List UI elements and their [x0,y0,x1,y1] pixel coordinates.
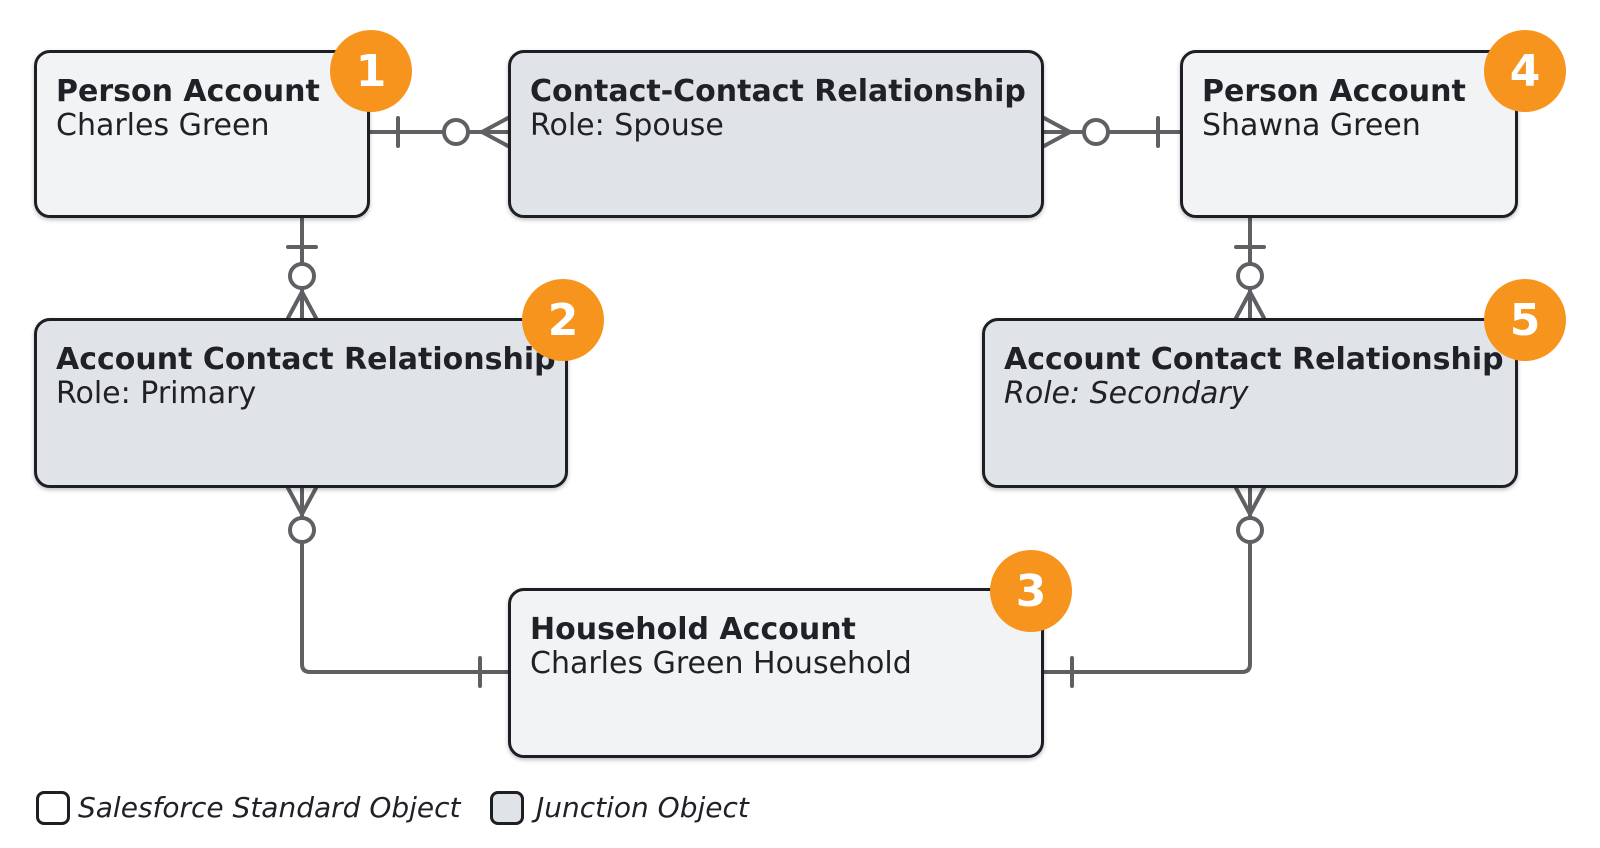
legend-swatch-junction [490,791,524,825]
node-household-account: Household Account Charles Green Househol… [508,588,1044,758]
edge-n2-n3 [286,486,510,688]
node-title: Account Contact Relationship [1004,342,1504,377]
edge-n4-n5 [1234,216,1266,320]
node-subtitle: Shawna Green [1202,108,1421,143]
edge-cc-n4 [1042,116,1182,148]
step-badge-5: 5 [1484,279,1566,361]
edge-n5-n3 [1042,486,1266,688]
node-subtitle: Role: Spouse [530,108,724,143]
node-title: Household Account [530,612,856,647]
legend-label-junction: Junction Object [536,791,749,824]
node-person-account-charles: Person Account Charles Green [34,50,370,218]
step-badge-4: 4 [1484,30,1566,112]
node-person-account-shawna: Person Account Shawna Green [1180,50,1518,218]
legend-label-standard: Salesforce Standard Object [78,791,461,824]
node-subtitle: Role: Primary [56,376,257,411]
node-title: Account Contact Relationship [56,342,556,377]
edge-n1-cc [368,116,510,148]
step-badge-3: 3 [990,550,1072,632]
node-account-contact-relationship-secondary: Account Contact Relationship Role: Secon… [982,318,1518,488]
edge-n1-n2 [286,216,318,320]
step-badge-2: 2 [522,279,604,361]
node-title: Contact-Contact Relationship [530,74,1026,109]
legend-swatch-standard [36,791,70,825]
node-contact-contact-relationship: Contact-Contact Relationship Role: Spous… [508,50,1044,218]
node-subtitle: Role: Secondary [1004,376,1249,411]
node-title: Person Account [1202,74,1466,109]
node-account-contact-relationship-primary: Account Contact Relationship Role: Prima… [34,318,568,488]
step-badge-1: 1 [330,30,412,112]
node-subtitle: Charles Green [56,108,270,143]
node-title: Person Account [56,74,320,109]
node-subtitle: Charles Green Household [530,646,912,681]
